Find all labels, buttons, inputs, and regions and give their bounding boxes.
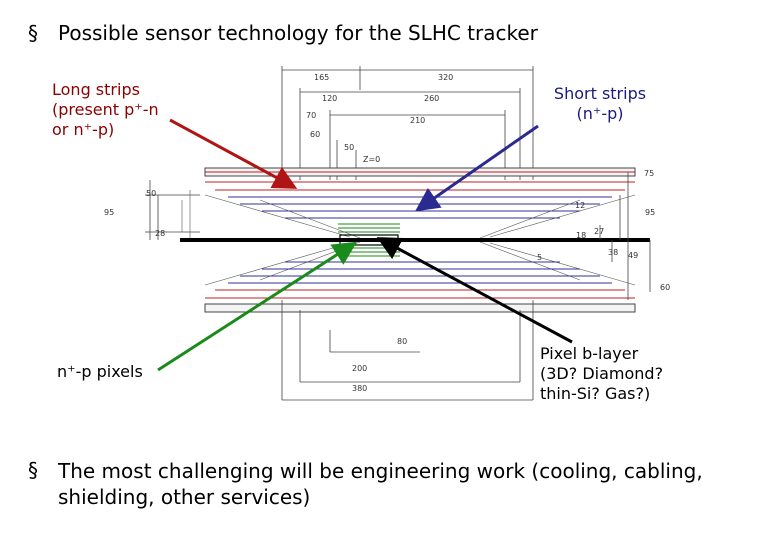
- dim-80: 80: [397, 337, 407, 346]
- pixel-b-layer-arrow: [376, 237, 573, 344]
- upper-pixel-layers: [338, 223, 400, 233]
- dim-95-left: 95: [104, 208, 114, 217]
- bullet-mark: §: [28, 458, 38, 482]
- pixel-b-layer-label: Pixel b-layer (3D? Diamond? thin-Si? Gas…: [540, 344, 664, 403]
- side-dimension-lines: [145, 172, 651, 300]
- short-strips-arrow: [415, 124, 539, 212]
- lower-barrel: [204, 241, 636, 313]
- upper-barrel: [181, 167, 636, 240]
- dim-49: 49: [628, 251, 638, 260]
- dim-18: 18: [576, 231, 586, 240]
- upper-cone-lines: [204, 194, 636, 239]
- dim-12: 12: [575, 201, 585, 210]
- dim-165: 165: [314, 73, 329, 82]
- dim-260: 260: [424, 94, 439, 103]
- bottom-dimension-lines: [281, 300, 534, 401]
- dimension-labels: 165 320 120 260 70 210 60 50 Z=0 50 95 2…: [104, 73, 670, 393]
- dim-38: 38: [608, 248, 618, 257]
- footer-text: The most challenging will be engineering…: [58, 459, 703, 509]
- dim-50-top: 50: [344, 143, 354, 152]
- top-dimension-lines: [281, 66, 534, 180]
- long-strips-arrow: [169, 118, 298, 189]
- dim-28: 28: [155, 229, 165, 238]
- dim-z0: Z=0: [363, 155, 380, 164]
- dim-320: 320: [438, 73, 453, 82]
- lower-cone-lines: [204, 241, 636, 286]
- dim-75: 75: [644, 169, 654, 178]
- dim-60-right: 60: [660, 283, 670, 292]
- dim-5: 5: [537, 253, 542, 262]
- bullet-mark: §: [28, 21, 38, 45]
- long-strips-label: Long strips (present p⁺-n or n⁺-p): [52, 80, 159, 139]
- dim-27: 27: [594, 227, 604, 236]
- pixels-arrow: [157, 241, 358, 372]
- beam-pipe: [180, 238, 650, 242]
- dim-95-right: 95: [645, 208, 655, 217]
- dim-60-top: 60: [310, 130, 320, 139]
- short-strips-label: Short strips (n⁺-p): [553, 84, 647, 123]
- dim-120: 120: [322, 94, 337, 103]
- pixels-label: n⁺-p pixels: [57, 362, 143, 381]
- page-title: Possible sensor technology for the SLHC …: [58, 21, 538, 45]
- lower-short-strip-layers: [228, 261, 612, 284]
- dim-70: 70: [306, 111, 316, 120]
- dim-50-left: 50: [146, 189, 156, 198]
- dim-200: 200: [352, 364, 367, 373]
- dim-380: 380: [352, 384, 367, 393]
- dim-210: 210: [410, 116, 425, 125]
